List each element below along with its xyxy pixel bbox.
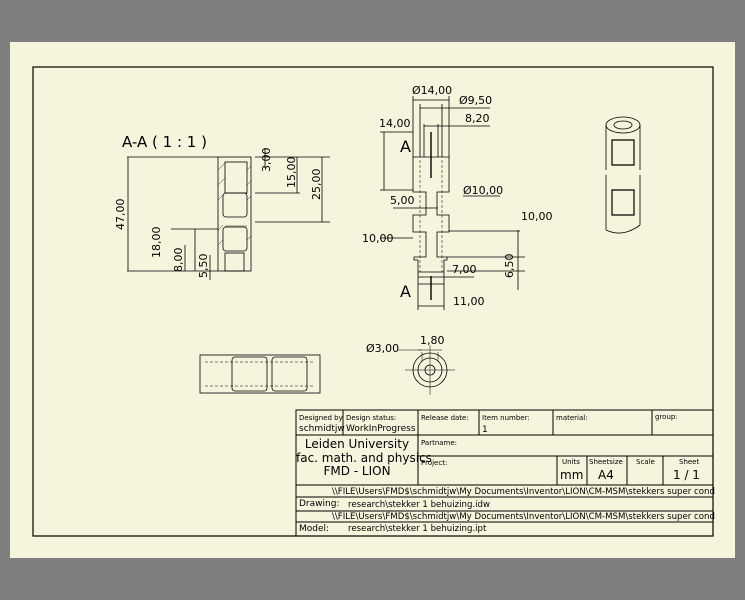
section-title: A-A ( 1 : 1 ) bbox=[122, 133, 207, 151]
dim-47: 47,00 bbox=[114, 199, 127, 231]
section-view-a-a: A-A ( 1 : 1 ) bbox=[122, 133, 330, 280]
isometric-view bbox=[605, 116, 641, 234]
model-path-overlay: \\FILE\Users\FMD$\schmidtjw\My Documents… bbox=[332, 512, 715, 522]
dim-5-5: 5,50 bbox=[197, 254, 210, 279]
group-label: group: bbox=[655, 413, 678, 421]
material-label: material: bbox=[556, 414, 588, 422]
drawing-canvas: A-A ( 1 : 1 ) 3,00 15,00 25,00 47,00 18,… bbox=[32, 66, 714, 537]
dim-3: 3,00 bbox=[260, 148, 273, 173]
bottom-view bbox=[199, 354, 321, 394]
units-value: mm bbox=[560, 468, 584, 482]
scale-label: Scale bbox=[636, 458, 655, 466]
front-view: A A bbox=[380, 96, 525, 310]
model-value: research\stekker 1 behuizing.ipt bbox=[348, 524, 487, 534]
dim-10-left: 10,00 bbox=[362, 232, 394, 245]
dim-dia-9-5: Ø9,50 bbox=[459, 94, 492, 107]
units-label: Units bbox=[562, 458, 580, 466]
project-label: Project: bbox=[421, 459, 448, 467]
drawing-label: Drawing: bbox=[299, 499, 340, 509]
dim-10-right: 10,00 bbox=[521, 210, 553, 223]
design-status-label: Design status: bbox=[346, 414, 397, 422]
drawing-sheet: A-A ( 1 : 1 ) 3,00 15,00 25,00 47,00 18,… bbox=[10, 42, 735, 558]
sheetsize-value: A4 bbox=[598, 468, 614, 482]
top-view: Ø3,00 1,80 bbox=[366, 334, 455, 395]
dim-8: 8,00 bbox=[172, 248, 185, 273]
org-line-1: Leiden University bbox=[304, 437, 410, 451]
dim-18: 18,00 bbox=[150, 227, 163, 259]
dim-14: 14,00 bbox=[379, 117, 411, 130]
organization: Leiden University fac. math. and physics… bbox=[296, 437, 432, 479]
org-line-2: fac. math. and physics bbox=[296, 450, 432, 465]
dim-dia-14: Ø14,00 bbox=[412, 84, 452, 97]
item-number-value: 1 bbox=[482, 425, 488, 435]
designed-by-label: Designed by bbox=[299, 414, 343, 422]
dim-dia-3: Ø3,00 bbox=[366, 342, 399, 355]
drawing-value: research\stekker 1 behuizing.idw bbox=[348, 500, 491, 510]
dim-8-2: 8,20 bbox=[465, 112, 490, 125]
sheet-label: Sheet bbox=[679, 458, 700, 466]
dim-15: 15,00 bbox=[285, 157, 298, 189]
section-marker-a-top: A bbox=[400, 137, 411, 156]
dim-25: 25,00 bbox=[310, 169, 323, 201]
partname-label: Partname: bbox=[421, 439, 458, 447]
dim-11: 11,00 bbox=[453, 295, 485, 308]
design-status-value: WorkInProgress bbox=[346, 424, 416, 434]
dim-5: 5,00 bbox=[390, 194, 415, 207]
release-date-label: Release date: bbox=[421, 414, 469, 422]
dim-6-5: 6,50 bbox=[503, 254, 516, 279]
sheetsize-label: Sheetsize bbox=[589, 458, 623, 466]
designed-by-value: schmidtjw bbox=[299, 424, 345, 434]
dim-7: 7,00 bbox=[452, 263, 477, 276]
section-marker-a-bottom: A bbox=[400, 282, 411, 301]
dim-1-8: 1,80 bbox=[420, 334, 445, 347]
dim-dia-10: Ø10,00 bbox=[463, 184, 503, 197]
item-number-label: Item number: bbox=[482, 414, 530, 422]
sheet-value: 1 / 1 bbox=[673, 468, 700, 482]
drawing-path-overlay: \\FILE\Users\FMD$\schmidtjw\My Documents… bbox=[332, 487, 715, 497]
model-label: Model: bbox=[299, 524, 330, 534]
org-line-3: FMD - LION bbox=[323, 464, 391, 478]
title-block-lines bbox=[295, 409, 714, 537]
